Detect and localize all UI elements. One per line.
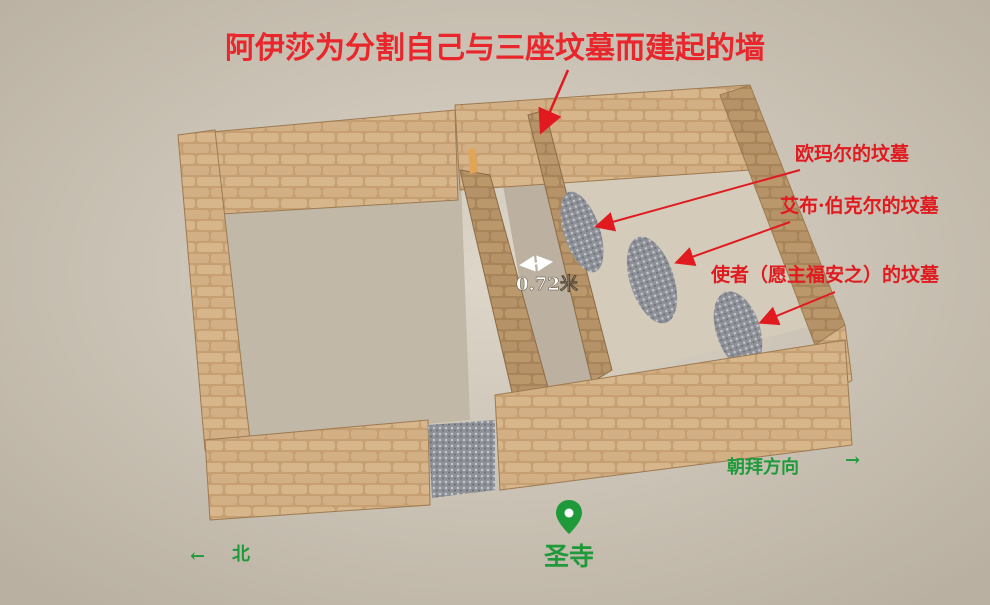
north-label: 北 — [232, 544, 250, 565]
qibla-arrow: → — [845, 450, 860, 471]
grave-pointer-umar — [594, 169, 801, 232]
front-wall-left — [204, 419, 431, 521]
grave-pointer-prophet — [758, 291, 836, 326]
grave-label-prophet: 使者（愿主福安之）的坟墓 — [710, 263, 940, 286]
entrance-gravel — [428, 420, 495, 498]
north-arrow: ← — [190, 546, 205, 567]
grave-pointer-abu-bakr — [674, 221, 791, 267]
width-measure-arrow — [519, 255, 553, 272]
front-wall-right — [494, 339, 853, 491]
grave-prophet — [713, 291, 763, 369]
left-room-floor — [215, 155, 470, 440]
grave-label-umar: 欧玛尔的坟墓 — [795, 142, 910, 165]
grave-abu-bakr — [626, 236, 678, 324]
qibla-label: 朝拜方向 — [727, 456, 799, 478]
title: 阿伊莎为分割自己与三座坟墓而建起的墙 — [225, 31, 765, 66]
mosque-label: 圣寺 — [544, 542, 594, 571]
corridor-width-label: 0.72米 — [516, 273, 579, 295]
location-pin-icon — [556, 500, 582, 534]
grave-umar — [560, 191, 604, 273]
grave-label-abu-bakr: 艾布·伯克尔的坟墓 — [780, 194, 940, 217]
title-pointer-arrow — [538, 69, 570, 135]
wall-pillar-marker — [468, 148, 478, 174]
